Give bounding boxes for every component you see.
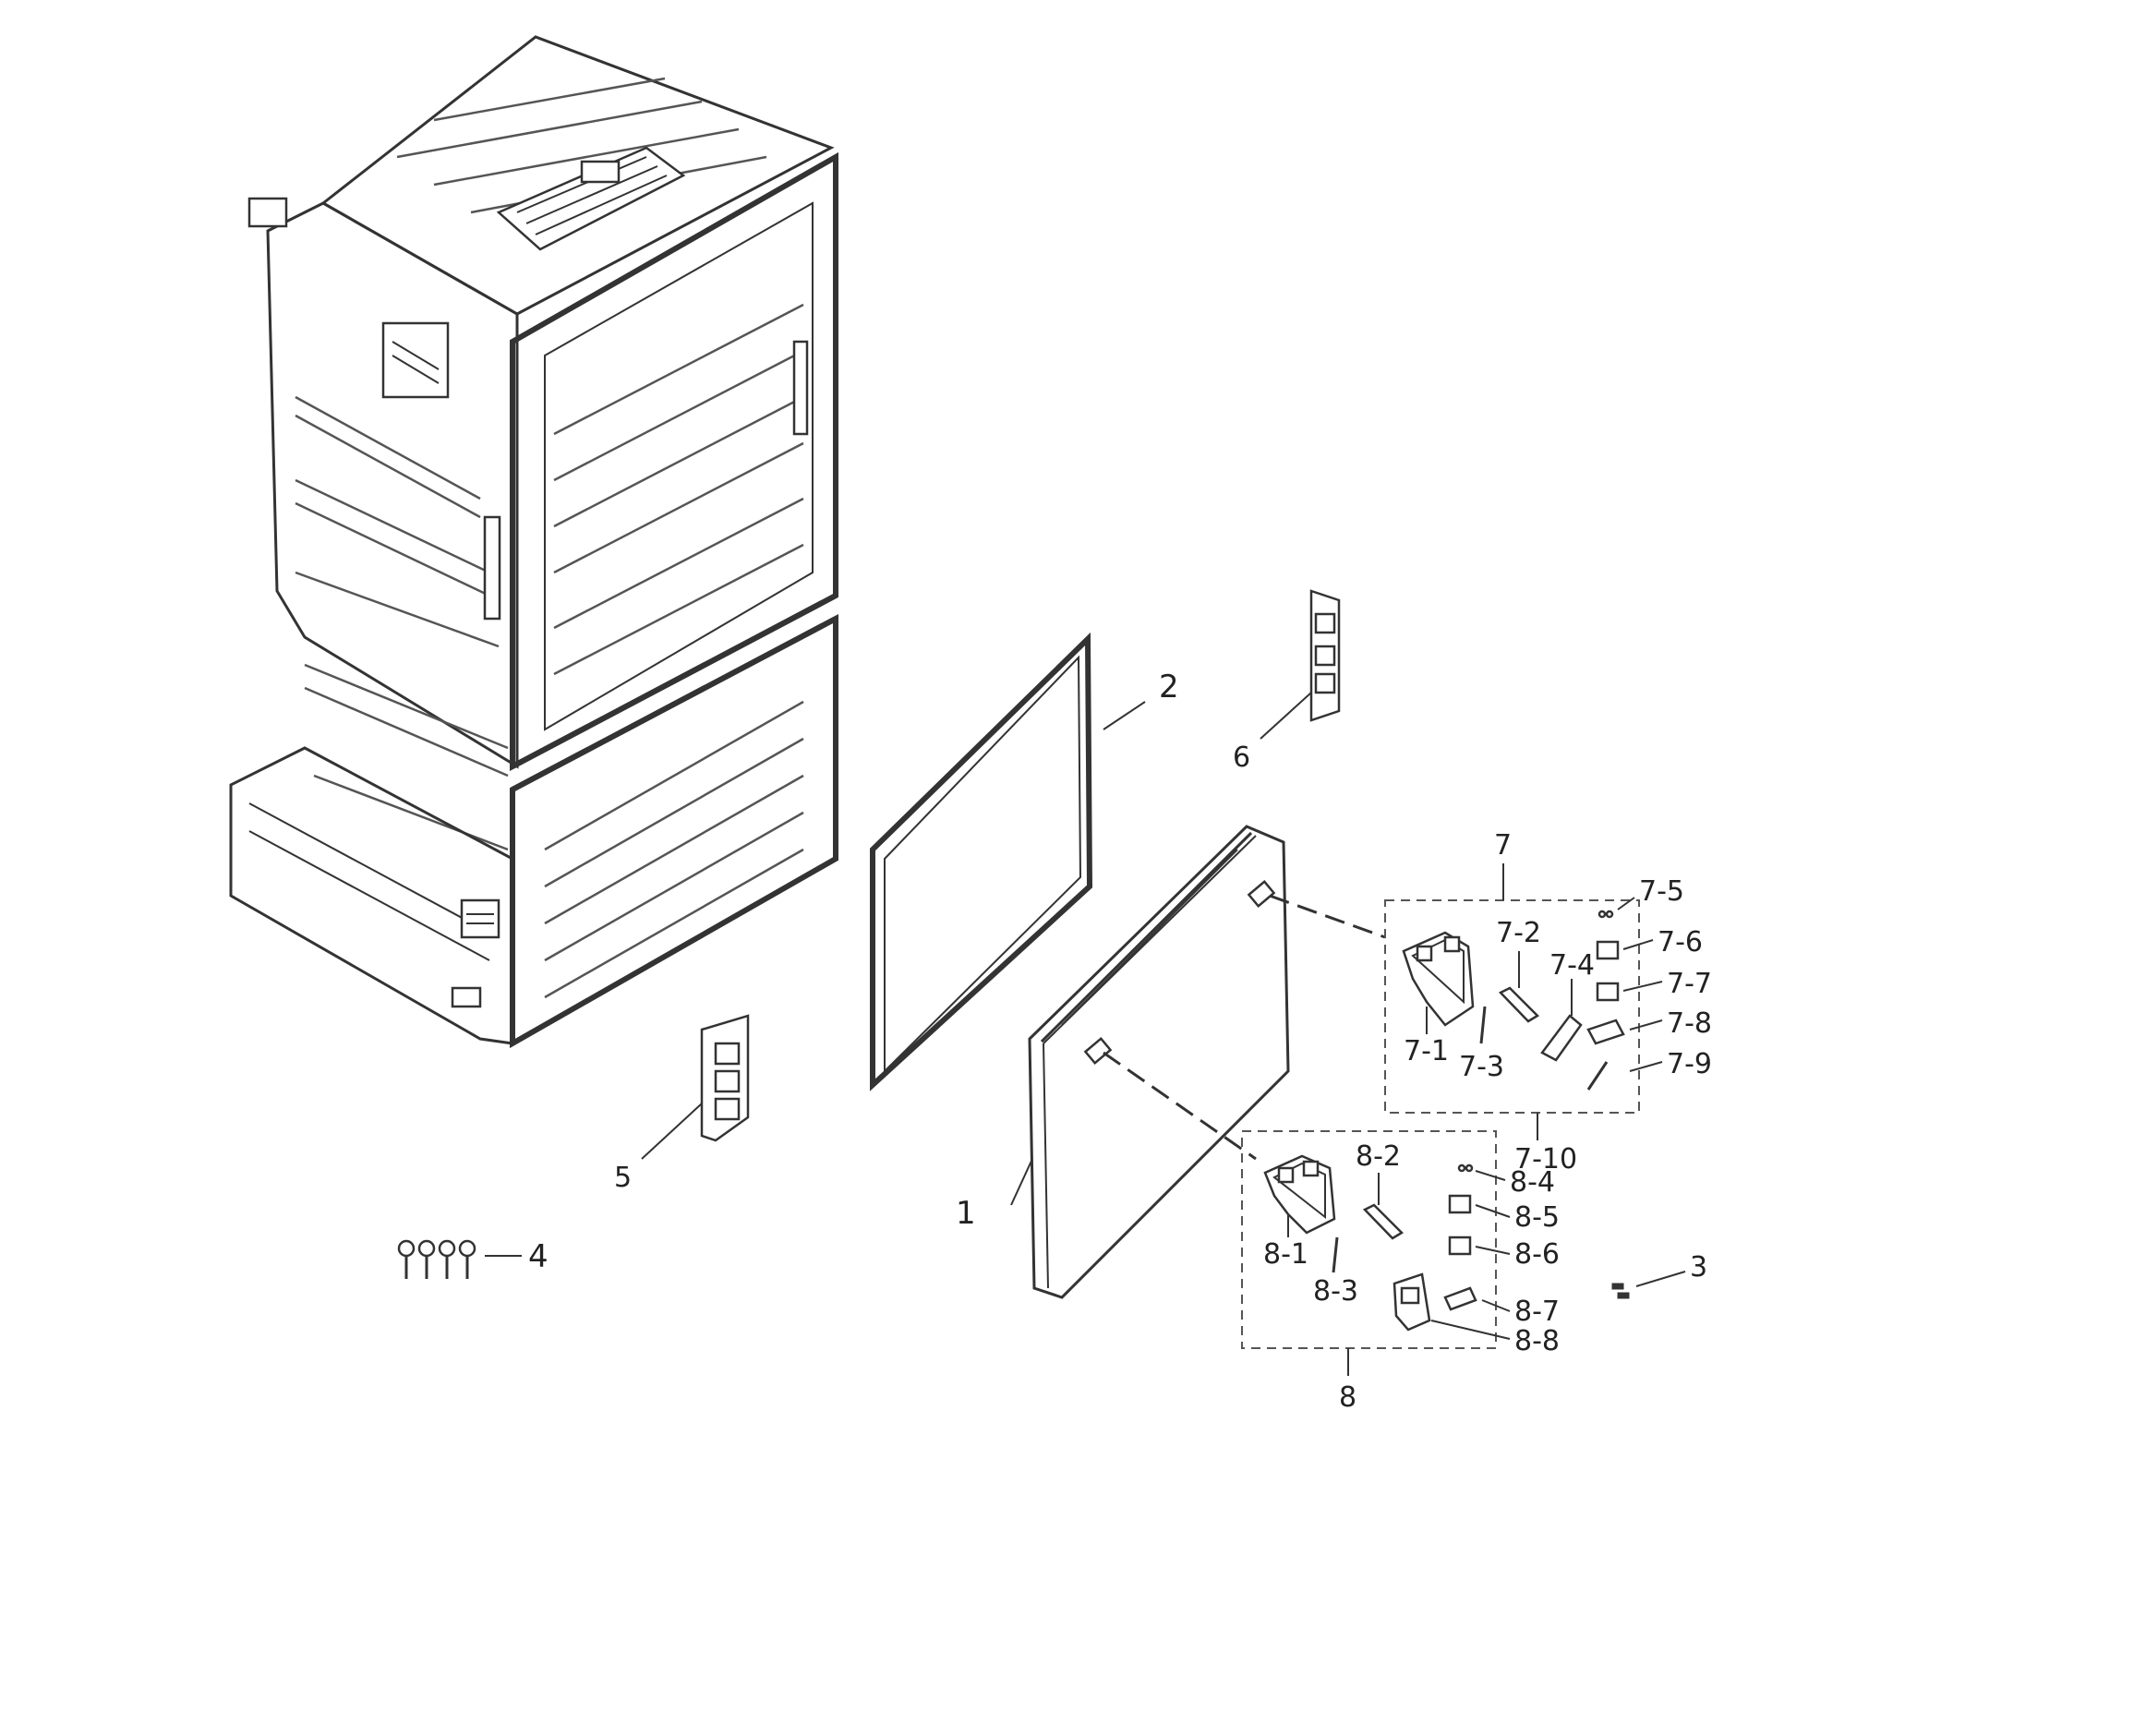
door-slot-lower <box>1083 1037 1113 1065</box>
liner-ribs-upper <box>553 303 804 676</box>
cabinet-handle-right <box>792 340 809 436</box>
label-7-7: 7-7 <box>1667 968 1712 1000</box>
side-bracket <box>381 321 450 399</box>
label-6: 6 <box>1233 741 1250 774</box>
part-4-screws: 4 <box>397 1238 549 1279</box>
cabinet-side-ribs <box>295 395 509 851</box>
cabinet-body <box>229 35 838 1049</box>
label-8-1: 8-1 <box>1263 1238 1308 1271</box>
cabinet-handle-left <box>483 515 501 621</box>
label-8-6: 8-6 <box>1514 1238 1560 1271</box>
liner-ribs-lower <box>544 700 804 999</box>
assembly-8-lower-handle: 8-1 8-2 8-3 8-4 8-5 8-6 8-7 8-8 8 <box>1241 1130 1560 1414</box>
part-6-hinge-bracket: 6 <box>1233 589 1341 774</box>
part-1-door: 1 <box>956 825 1290 1299</box>
label-8-8: 8-8 <box>1514 1325 1560 1357</box>
label-7-4: 7-4 <box>1549 949 1595 982</box>
door-slot-upper <box>1247 880 1276 908</box>
label-7: 7 <box>1494 829 1512 862</box>
label-7-9: 7-9 <box>1667 1048 1712 1080</box>
label-2: 2 <box>1159 669 1179 705</box>
label-8-2: 8-2 <box>1356 1140 1401 1173</box>
label-7-2: 7-2 <box>1496 917 1541 949</box>
assembly-8-box <box>1241 1130 1497 1349</box>
label-7-5: 7-5 <box>1639 875 1684 908</box>
part-3-screws: 3 <box>1611 1251 1707 1299</box>
label-8-5: 8-5 <box>1514 1201 1560 1234</box>
assembly-7-upper-handle: 7 7-1 7-2 7-3 7-4 7-5 7-6 7-7 <box>1384 829 1712 1175</box>
label-5: 5 <box>614 1162 632 1194</box>
machine-compartment <box>229 746 514 1045</box>
leader-door-to-8 <box>1103 1051 1257 1161</box>
label-4: 4 <box>528 1238 549 1275</box>
label-8: 8 <box>1339 1381 1356 1414</box>
part-2-gasket: 2 <box>870 632 1179 1091</box>
label-7-6: 7-6 <box>1658 926 1703 958</box>
label-7-3: 7-3 <box>1459 1051 1504 1083</box>
label-3: 3 <box>1690 1251 1707 1284</box>
label-8-4: 8-4 <box>1510 1166 1555 1199</box>
label-7-1: 7-1 <box>1404 1035 1449 1067</box>
label-8-7: 8-7 <box>1514 1296 1560 1328</box>
top-left-fitting <box>247 197 288 228</box>
label-7-8: 7-8 <box>1667 1007 1712 1040</box>
label-7-10: 7-10 <box>1514 1143 1577 1175</box>
assembly-7-box <box>1384 899 1640 1114</box>
part-5-hinge-bracket: 5 <box>614 1014 750 1194</box>
front-frame-upper <box>510 151 838 771</box>
leader-door-to-7 <box>1269 894 1386 939</box>
label-1: 1 <box>956 1195 976 1232</box>
label-8-3: 8-3 <box>1313 1275 1358 1308</box>
